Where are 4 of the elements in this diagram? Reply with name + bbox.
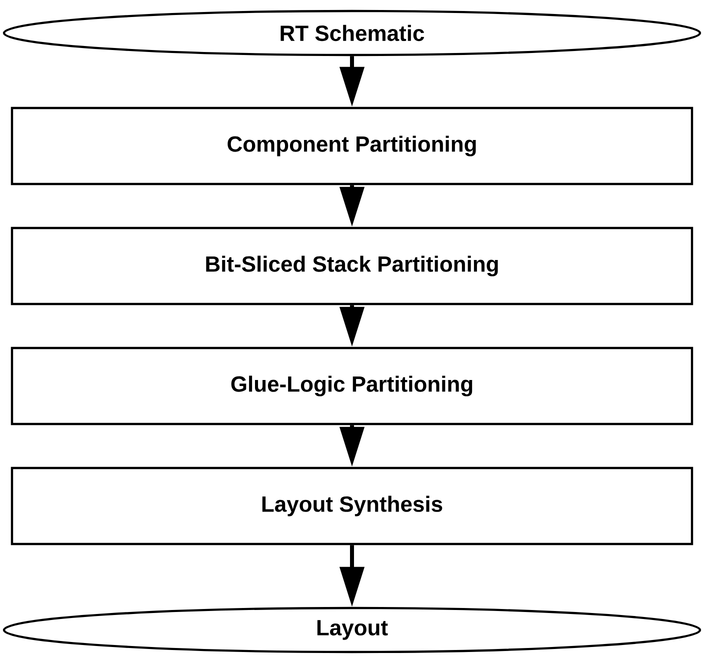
process-box: Glue-Logic Partitioning [10,346,694,426]
process-box: Component Partitioning [10,106,694,186]
process-box: Bit-Sliced Stack Partitioning [10,226,694,306]
process-box: Layout Synthesis [10,466,694,546]
